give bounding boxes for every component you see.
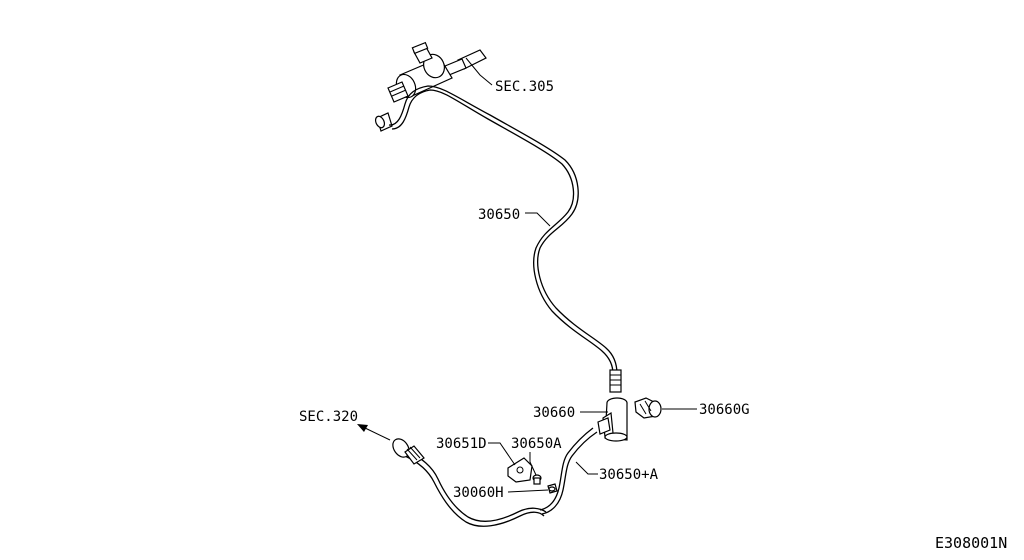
label-30651D: 30651D (436, 436, 487, 452)
label-30060H: 30060H (453, 485, 504, 501)
label-30660G: 30660G (699, 402, 750, 418)
label-30650A: 30650A (511, 436, 562, 452)
label-30660: 30660 (533, 405, 575, 421)
joint-30660 (597, 397, 628, 442)
lower-hose (404, 455, 545, 527)
diagram-code: E308001N (935, 534, 1007, 552)
label-sec305: SEC.305 (495, 79, 554, 95)
clutch-tube-30650A (541, 431, 598, 515)
clutch-tube-30650 (388, 85, 618, 375)
clip-30660G (634, 397, 662, 419)
bracket-30651D (507, 457, 533, 483)
leader-lines (465, 57, 697, 493)
label-30650: 30650 (478, 207, 520, 223)
tube-fitting-lower (609, 369, 622, 393)
nut-30060H (547, 483, 558, 494)
arrow-sec320 (357, 424, 391, 441)
master-cylinder (374, 41, 487, 132)
hose-connector (392, 438, 425, 465)
label-30650plusA: 30650+A (599, 467, 659, 483)
label-sec320: SEC.320 (299, 409, 358, 425)
bolt-30650A (532, 474, 542, 485)
